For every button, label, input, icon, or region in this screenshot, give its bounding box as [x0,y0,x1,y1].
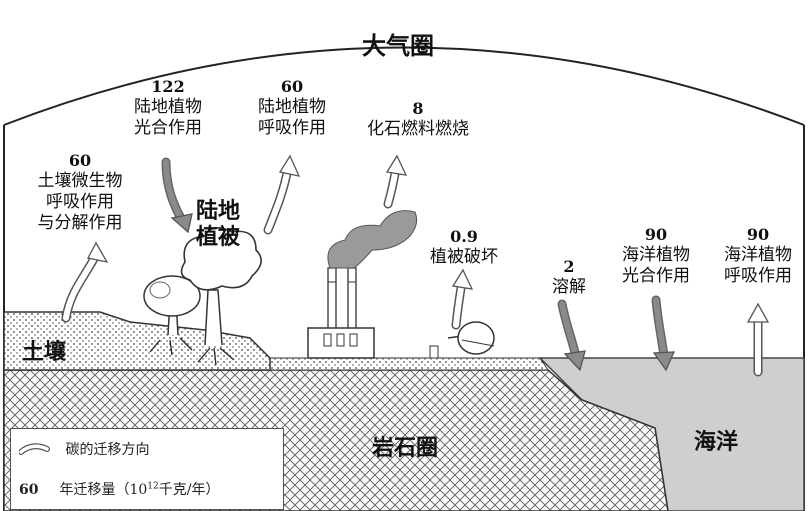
factory-icon [307,210,418,359]
flow-text: 化石燃料燃烧 [367,119,469,139]
stump-tree-icon [429,321,495,359]
land-vegetation-line2: 植被 [196,224,241,250]
flow-value: 90 [746,225,770,244]
flow-arrow-land-respiration [263,154,301,235]
flow-label-dissolution: 2 溶解 [544,256,594,298]
legend-value-text-sup: 12 [147,481,159,492]
flow-arrow-soil-respiration [61,241,109,323]
flow-text: 溶解 [552,277,586,297]
flow-arrow-fossil-fuel [383,154,408,209]
ground-strip [269,357,549,371]
flow-arrow-land-photosynthesis [161,157,193,234]
legend-arrow-text: 碳的迁移方向 [65,442,150,458]
flow-value: 0.9 [450,227,478,246]
legend-value-sample: 60 [19,482,39,498]
flow-arrow-dissolution [557,299,586,372]
flow-label-deforestation: 0.9 植被破坏 [414,226,514,268]
soil-label: 土壤 [22,339,67,365]
flow-text: 呼吸作用 [724,266,792,286]
flow-value: 122 [151,77,185,96]
flow-label-fossil-fuel: 8 化石燃料燃烧 [348,98,488,140]
atmosphere-label: 大气圈 [362,31,434,60]
flow-text: 陆地植物 [134,97,202,117]
flow-text: 呼吸作用 [258,118,326,138]
land-vegetation-label: 陆地 植被 [196,198,240,250]
ocean-label: 海洋 [694,429,739,455]
flow-text: 海洋植物 [724,245,792,265]
rock-layer-label: 岩石圈 [372,435,439,461]
flow-arrow-deforestation [451,268,474,330]
flow-value: 2 [563,257,575,276]
flow-text: 与分解作用 [37,213,123,233]
flow-label-ocean-photosynthesis: 90 海洋植物 光合作用 [606,224,706,287]
legend-value-row: 60 年迁移量（1012千克/年） [19,479,219,499]
flow-text: 植被破坏 [430,247,498,267]
flow-text: 土壤微生物 [37,171,123,191]
flow-label-soil-respiration: 60 土壤微生物 呼吸作用 与分解作用 [20,150,140,234]
flow-label-ocean-respiration: 90 海洋植物 呼吸作用 [710,224,806,287]
flow-label-land-respiration: 60 陆地植物 呼吸作用 [242,76,342,139]
flow-arrow-ocean-respiration [746,302,770,377]
land-vegetation-line1: 陆地 [196,198,241,224]
flow-text: 呼吸作用 [46,192,114,212]
flow-value: 60 [280,77,304,96]
flow-label-land-photosynthesis: 122 陆地植物 光合作用 [118,76,218,139]
flow-value: 90 [644,225,668,244]
legend-arrow-row: 碳的迁移方向 [18,439,150,459]
flow-text: 海洋植物 [622,245,690,265]
legend-value-text-pre: 年迁移量（10 [59,482,148,498]
atmosphere-dome [3,46,805,126]
legend: 碳的迁移方向 60 年迁移量（1012千克/年） [10,428,284,510]
flow-arrow-ocean-photosynthesis [651,295,676,372]
trees-icon [143,227,262,366]
legend-value-text-post: 千克/年） [158,482,220,498]
flow-text: 光合作用 [622,266,690,286]
flow-text: 陆地植物 [258,97,326,117]
flow-value: 8 [412,99,424,118]
arrow-swatch-icon [18,443,50,455]
flow-value: 60 [68,151,92,170]
flow-text: 光合作用 [134,118,202,138]
